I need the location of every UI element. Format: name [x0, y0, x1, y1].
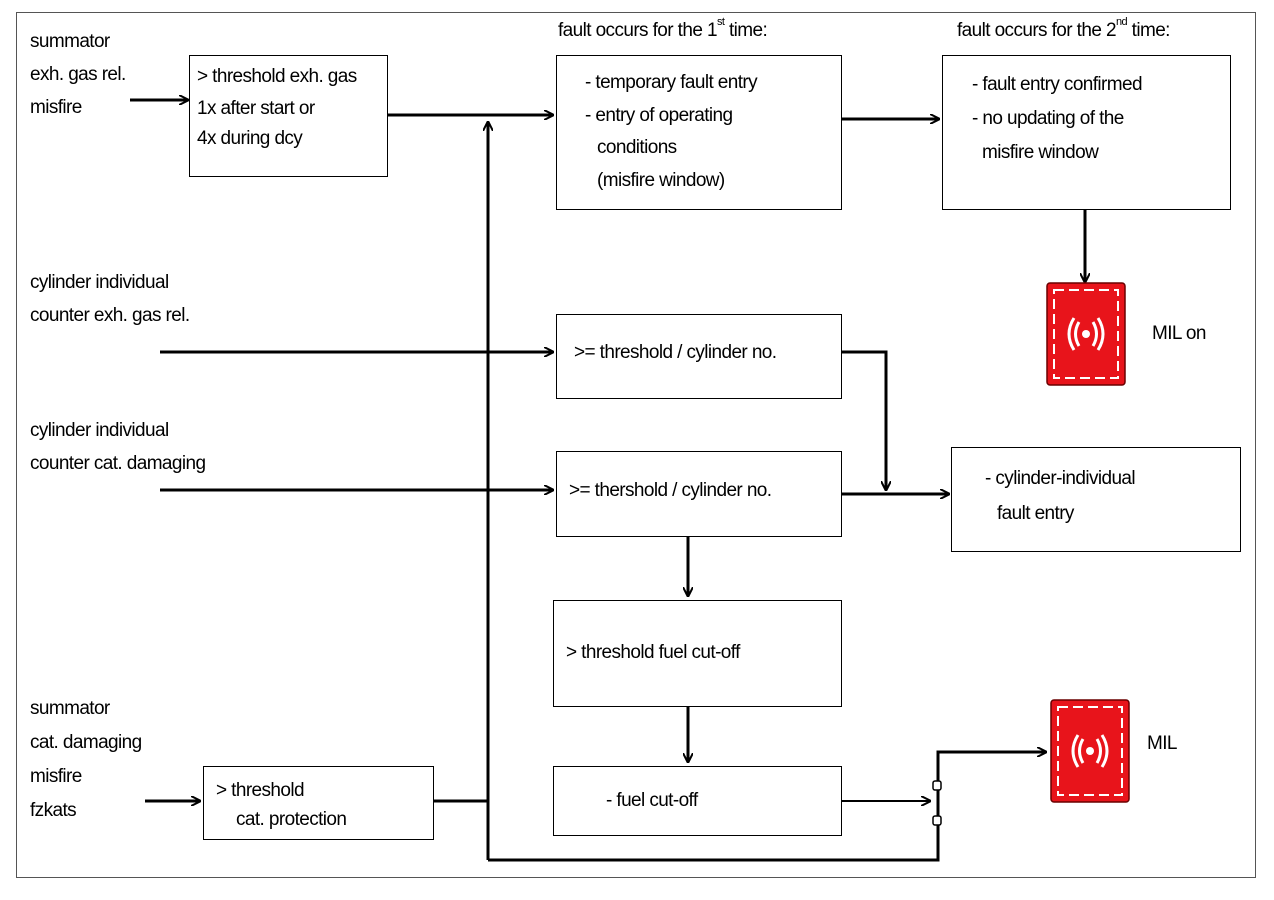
mil-lamp-icon	[1046, 282, 1126, 386]
box-temporary-fault-entry: - temporary fault entry - entry of opera…	[556, 55, 842, 210]
box-threshold-cylinder-exh: >= threshold / cylinder no.	[556, 314, 842, 399]
mil-on-label: MIL on	[1152, 323, 1206, 344]
box-temporary-line1: - temporary fault entry	[585, 72, 758, 93]
box-threshold-exh-line3: 4x during dcy	[197, 128, 303, 149]
box-threshold-exh-gas: > threshold exh. gas 1x after start or 4…	[189, 55, 388, 177]
box-threshold-cat-line2: cat. protection	[236, 809, 347, 830]
header-first-suffix: time:	[724, 20, 768, 41]
box-threshold-fuel-line1: > threshold fuel cut-off	[566, 642, 740, 663]
box-cyl-entry-line2: fault entry	[997, 503, 1074, 524]
junction-mark-1	[932, 780, 942, 791]
box-fuel-cutoff-line1: - fuel cut-off	[606, 790, 698, 811]
box-cylinder-fault-entry: - cylinder-individual fault entry	[951, 447, 1241, 552]
input-summator-cat-line2: cat. damaging	[30, 732, 142, 753]
diagram-frame	[16, 12, 1256, 878]
input-cyl-exh-line2: counter exh. gas rel.	[30, 305, 190, 326]
input-summator-exh-line2: exh. gas rel.	[30, 64, 126, 85]
input-cyl-cat-line1: cylinder individual	[30, 420, 169, 441]
input-summator-cat-line4: fzkats	[30, 800, 77, 821]
input-summator-exh-line3: misfire	[30, 97, 82, 118]
box-confirmed-line3: misfire window	[982, 142, 1099, 163]
input-cyl-exh-line1: cylinder individual	[30, 272, 169, 293]
input-summator-cat-line3: misfire	[30, 766, 82, 787]
header-second-sup: nd	[1115, 16, 1128, 28]
mil-label: MIL	[1147, 733, 1177, 754]
junction-mark-2	[932, 815, 942, 826]
input-cyl-cat-line2: counter cat. damaging	[30, 453, 206, 474]
header-second-suffix: time:	[1127, 20, 1171, 41]
box-fault-entry-confirmed: - fault entry confirmed - no updating of…	[942, 55, 1231, 210]
header-first-sup: st	[716, 16, 725, 28]
box-fuel-cutoff: - fuel cut-off	[553, 766, 842, 836]
input-summator-cat-line1: summator	[30, 698, 110, 719]
box-threshold-cat-protection: > threshold cat. protection	[203, 766, 434, 840]
box-threshold-exh-line2: 1x after start or	[197, 98, 315, 119]
box-threshold-fuel-cutoff: > threshold fuel cut-off	[553, 600, 842, 707]
input-summator-exh-line1: summator	[30, 31, 110, 52]
box-threshold-cyl-cat-line1: >= thershold / cylinder no.	[569, 480, 772, 501]
header-first-occurrence: fault occurs for the 1st time:	[558, 16, 768, 42]
box-temporary-line2: - entry of operating	[585, 105, 733, 126]
box-cyl-entry-line1: - cylinder-individual	[985, 468, 1136, 489]
box-threshold-exh-line1: > threshold exh. gas	[197, 66, 357, 87]
header-second-occurrence: fault occurs for the 2nd time:	[957, 16, 1171, 42]
box-threshold-cat-line1: > threshold	[216, 780, 305, 801]
header-second-text: fault occurs for the 2	[957, 20, 1117, 41]
box-temporary-line4: (misfire window)	[597, 170, 725, 191]
box-threshold-cylinder-cat: >= thershold / cylinder no.	[556, 451, 842, 537]
mil-lamp-icon	[1050, 699, 1130, 803]
box-threshold-cyl-exh-line1: >= threshold / cylinder no.	[574, 342, 777, 363]
box-confirmed-line1: - fault entry confirmed	[972, 74, 1143, 95]
arrow-to-mil	[488, 752, 1046, 862]
header-first-text: fault occurs for the 1	[558, 20, 718, 41]
box-confirmed-line2: - no updating of the	[972, 108, 1124, 129]
arrow-cyl-exh-merge	[842, 350, 886, 490]
box-temporary-line3: conditions	[597, 137, 677, 158]
